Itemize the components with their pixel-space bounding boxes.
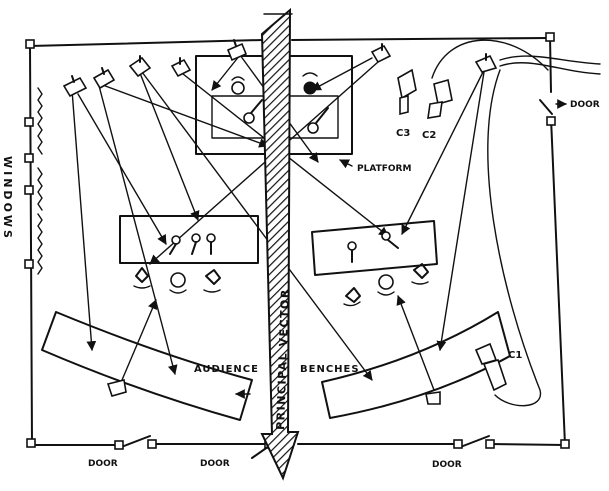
- microphone-icon: [243, 99, 263, 124]
- performer-head-icon: [411, 263, 429, 285]
- microphone-icon: [206, 233, 216, 255]
- windows-label: WINDOWS: [1, 156, 14, 241]
- spotlight-icon: [425, 391, 441, 405]
- principal-vector-arrow: PRINCIPAL VECTOR: [260, 7, 300, 481]
- camera-label-c3: C3: [396, 128, 410, 139]
- microphone-icon: [191, 233, 201, 255]
- performer-head-icon: [203, 269, 221, 293]
- door-label-bottom-right: DOOR: [432, 460, 462, 470]
- spotlight-icon: [106, 379, 127, 397]
- spotlight-icon: [62, 75, 88, 98]
- door-bottom-left: DOOR: [88, 435, 157, 469]
- performer-head-icon: [231, 76, 245, 95]
- camera-cables: [431, 39, 601, 407]
- microphone-icon: [381, 231, 399, 249]
- microphone-icon: [347, 241, 357, 263]
- performer-head-icon: [133, 267, 151, 289]
- door-label-bottom-left: DOOR: [88, 459, 118, 469]
- spotlight-icon: [170, 57, 192, 78]
- benches-label: BENCHES: [300, 364, 360, 375]
- performer-head-icon: [302, 72, 318, 95]
- platform: PLATFORM: [195, 55, 411, 174]
- spotlight-icon: [370, 43, 392, 64]
- camera-icon: C2: [422, 78, 453, 141]
- camera-label-c1: C1: [508, 350, 522, 361]
- platform-label: PLATFORM: [357, 164, 411, 174]
- door-label-top-right: DOOR: [570, 100, 600, 110]
- camera-label-c2: C2: [422, 130, 436, 141]
- audience-bench-left: [41, 311, 253, 421]
- door-top-right: DOOR: [539, 99, 600, 126]
- spotlight-icon: [92, 67, 116, 90]
- spotlight-icon: [474, 53, 498, 73]
- door-label-bottom-middle: DOOR: [200, 459, 230, 469]
- microphone-icon: [307, 107, 329, 134]
- audience-label: AUDIENCE: [194, 364, 259, 375]
- microphone-icon: [169, 235, 181, 255]
- windows: WINDOWS: [1, 87, 43, 275]
- performer-head-icon: [169, 272, 187, 294]
- camera-icon: C3: [396, 68, 417, 139]
- room-walls: [25, 32, 570, 449]
- principal-vector-label: PRINCIPAL VECTOR: [274, 288, 292, 430]
- right-desk: [311, 220, 438, 276]
- door-bottom-right: DOOR: [432, 435, 495, 470]
- performer-head-icon: [343, 287, 361, 307]
- spotlight-icon: [226, 39, 248, 62]
- spotlight-icon: [128, 55, 152, 78]
- audience-bench-right: [321, 311, 511, 419]
- camera-icon: C1: [474, 342, 522, 392]
- light-beams: [71, 54, 485, 391]
- performer-head-icon: [377, 274, 395, 296]
- left-desk: [119, 215, 259, 264]
